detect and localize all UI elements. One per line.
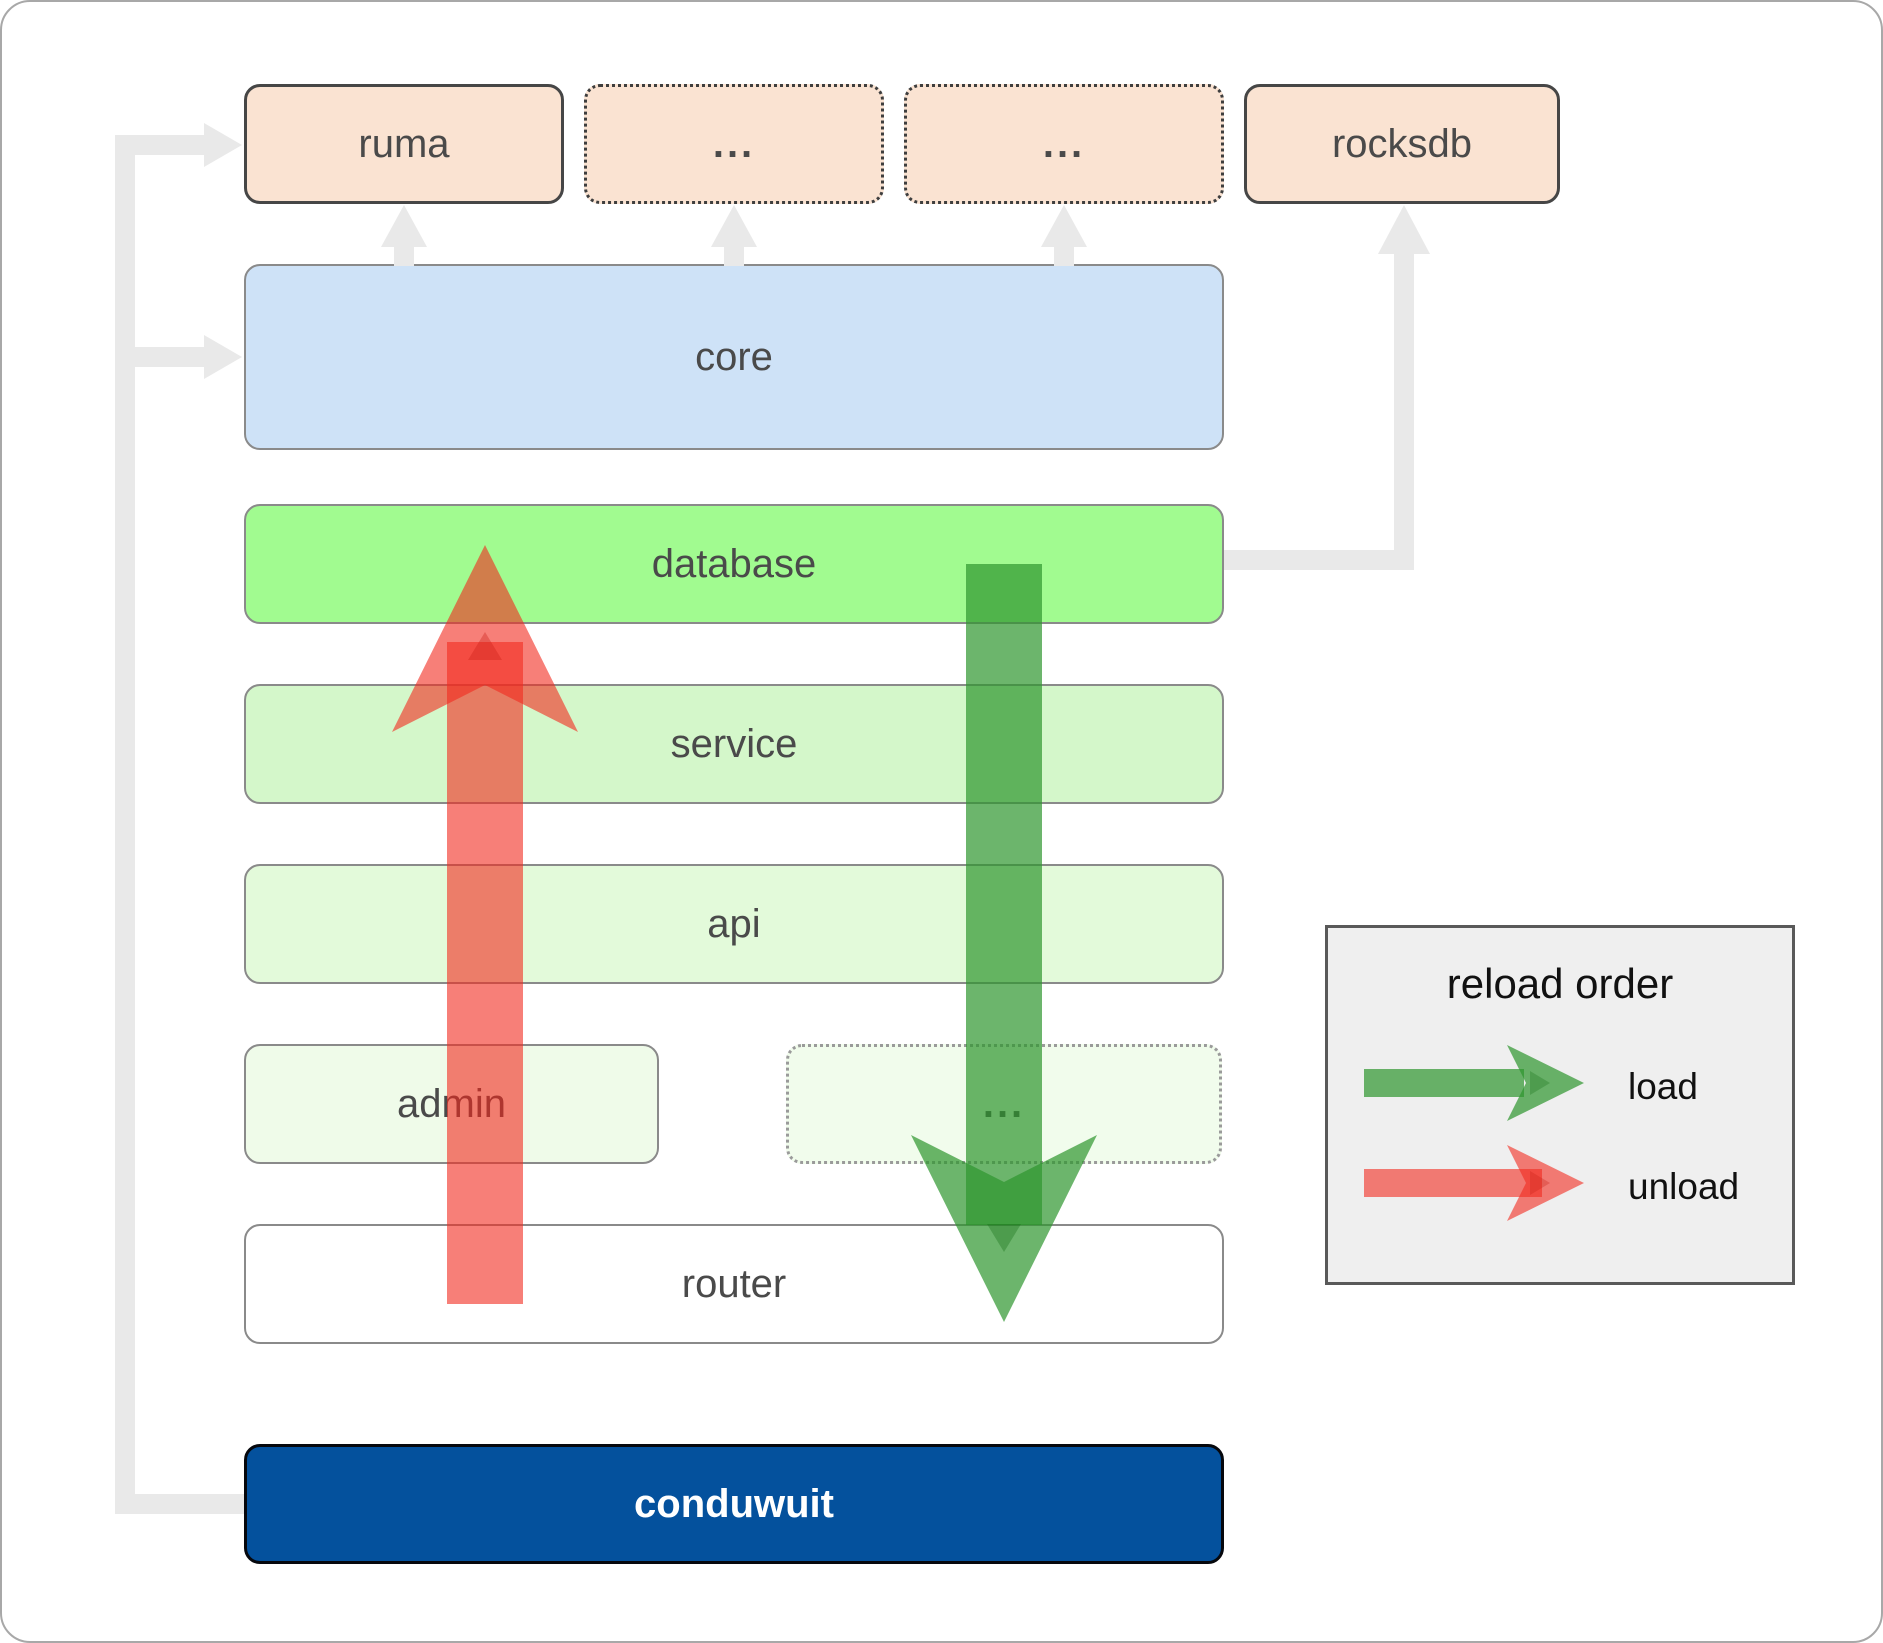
arrowhead-core-to-ruma-icon [381,205,427,247]
box-rocksdb: rocksdb [1244,84,1560,204]
box-api: api [244,864,1224,984]
box-admin: admin [244,1044,659,1164]
arrowhead-into-rocksdb-icon [1378,205,1430,254]
box-service-label: service [670,721,798,766]
box-service: service [244,684,1224,804]
left-bus-vertical-line [115,135,135,1514]
arrowhead-into-ruma-icon [204,123,242,167]
box-more-dependencies-1: ... [584,84,884,204]
core-branch-line [135,347,214,367]
box-database: database [244,504,1224,624]
arrowhead-core-to-more-1-icon [711,205,757,247]
box-ruma: ruma [244,84,564,204]
box-conduwuit-label: conduwuit [634,1481,834,1526]
box-more-dependencies-1-label: ... [712,121,756,166]
box-ruma-label: ruma [358,121,450,166]
box-core-label: core [695,334,773,379]
box-admin-label: admin [397,1081,506,1126]
box-api-label: api [707,901,761,946]
arrowhead-core-to-more-2-icon [1041,205,1087,247]
box-database-label: database [651,541,817,586]
box-more-services-label: ... [982,1081,1026,1126]
box-core: core [244,264,1224,450]
box-more-dependencies-2: ... [904,84,1224,204]
box-router-label: router [681,1261,787,1306]
box-router: router [244,1224,1224,1344]
ruma-branch-line [115,135,214,155]
core-to-more-1-line [724,244,744,266]
legend-load-label: load [1628,1066,1698,1107]
database-to-rocksdb-horizontal-line [1224,550,1394,570]
legend-unload-label: unload [1628,1166,1740,1207]
legend-reload-order: reload order load unload [1325,925,1795,1285]
box-rocksdb-label: rocksdb [1331,121,1473,166]
core-to-ruma-line [394,244,414,266]
arrowhead-into-core-icon [204,335,242,379]
box-more-services: ... [786,1044,1222,1164]
box-more-dependencies-2-label: ... [1042,121,1086,166]
database-to-rocksdb-vertical-line [1394,252,1414,570]
conduwuit-branch-line [115,1494,244,1514]
box-conduwuit: conduwuit [244,1444,1224,1564]
legend-title: reload order [1446,960,1674,1007]
unload-arrow-notch-icon [468,632,502,660]
core-to-more-2-line [1054,244,1074,266]
